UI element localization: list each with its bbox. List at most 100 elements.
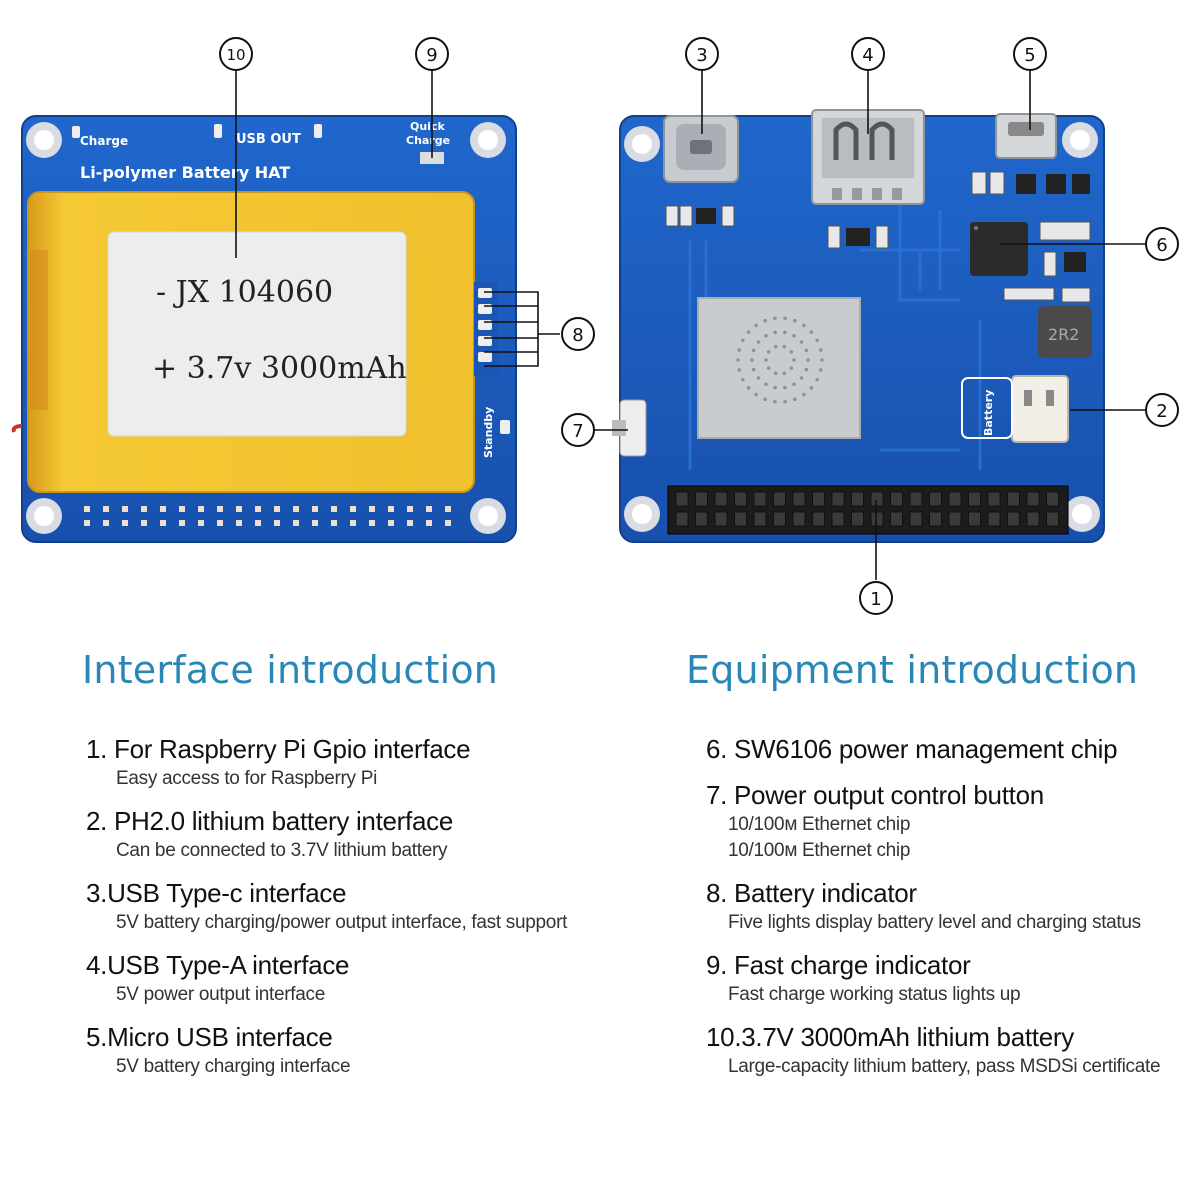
sw6106-chip <box>970 222 1028 276</box>
gpio-pin <box>141 506 147 512</box>
gpio-pin <box>350 520 356 526</box>
shield-vent <box>773 330 777 335</box>
shield-vent <box>792 382 796 387</box>
power-button <box>612 399 647 457</box>
shield-vent <box>737 348 742 352</box>
item-description: Five lights display battery level and ch… <box>728 912 1141 933</box>
gpio-socket <box>1007 511 1020 527</box>
gpio-socket <box>695 511 708 527</box>
item-title: 3.USB Type-c interface <box>86 878 347 908</box>
battery-label-line2: + 3.7v 3000mAh <box>152 351 407 386</box>
item-title: 2. PH2.0 lithium battery interface <box>86 806 453 836</box>
item-description: 5V power output interface <box>116 984 326 1005</box>
gpio-socket <box>968 511 981 527</box>
callout-lines <box>235 70 1146 580</box>
gpio-socket <box>851 491 864 507</box>
shield-vent <box>809 386 814 390</box>
shield-vent <box>763 318 767 323</box>
shield-vent <box>799 376 804 380</box>
gpio-pin <box>445 520 451 526</box>
gpio-socket <box>1026 491 1040 507</box>
gpio-pin <box>103 506 109 512</box>
item-title: 6. SW6106 power management chip <box>706 734 1118 764</box>
shield-vent <box>782 344 787 349</box>
item-description: 5V battery charging/power output interfa… <box>116 912 568 933</box>
silk-quick: Quick <box>410 120 445 133</box>
gpio-socket <box>870 491 884 507</box>
shield-vent <box>763 397 767 402</box>
gpio-pin <box>84 520 90 526</box>
gpio-pin <box>445 506 451 512</box>
callout-7: 7 <box>572 421 583 442</box>
gpio-pin <box>236 520 242 526</box>
shield-vent <box>793 318 797 323</box>
ph20-battery-connector <box>961 375 1069 443</box>
shield-vent <box>756 340 761 344</box>
callout-labels: 1 2 3 4 5 6 7 8 9 10 <box>226 45 1167 610</box>
shield-vent <box>756 376 761 380</box>
shield-vent <box>792 358 796 362</box>
left-board: Charge USB OUT Quick Charge Li-polymer B… <box>11 115 517 543</box>
gpio-pin <box>407 520 413 526</box>
gpio-socket <box>831 491 845 507</box>
shield-vent <box>783 330 787 335</box>
gpio-pin <box>160 520 166 526</box>
gpio-socket <box>1007 491 1020 507</box>
gpio-pin <box>388 520 394 526</box>
gpio-pin <box>217 506 223 512</box>
silk-charge: Charge <box>80 134 128 148</box>
silk-board-title: Li-polymer Battery HAT <box>80 163 290 182</box>
callout-8: 8 <box>572 325 583 346</box>
inductor-label: 2R2 <box>1048 325 1079 344</box>
callout-3: 3 <box>696 45 707 66</box>
item-description: 5V battery charging interface <box>116 1056 351 1077</box>
gpio-socket <box>831 511 845 527</box>
gpio-socket <box>675 491 689 507</box>
gpio-socket <box>753 491 767 507</box>
gpio-pin <box>407 506 413 512</box>
shield-vent <box>746 330 751 334</box>
gpio-pin <box>388 506 394 512</box>
gpio-socket <box>1026 511 1040 527</box>
gpio-pin <box>274 520 280 526</box>
gpio-pin <box>160 506 166 512</box>
shield-vent <box>809 330 814 334</box>
shield-vent <box>764 382 768 387</box>
shield-vent <box>773 344 778 349</box>
gpio-socket <box>695 491 708 507</box>
list-item: 6. SW6106 power management chip <box>706 732 1186 766</box>
battery-pack: - JX 104060 + 3.7v 3000mAh <box>27 191 475 493</box>
callout-4: 4 <box>862 45 873 66</box>
gpio-socket <box>792 491 806 507</box>
battery-label-line1: - JX 104060 <box>156 275 333 310</box>
shield-vent <box>789 366 794 371</box>
item-description: Fast charge working status lights up <box>728 984 1021 1005</box>
mounting-hole-icon <box>26 122 506 534</box>
gpio-pin <box>426 506 432 512</box>
shield-vent <box>789 349 794 354</box>
shield-vent <box>737 368 742 372</box>
gpio-pin <box>293 506 299 512</box>
gpio-pin <box>122 520 128 526</box>
shield-vent <box>818 348 823 352</box>
gpio-socket <box>773 491 786 507</box>
shield-vent <box>754 392 758 397</box>
shield-vent <box>766 349 771 354</box>
shield-vent <box>802 323 806 328</box>
gpio-socket <box>792 511 806 527</box>
gpio-socket <box>812 491 825 507</box>
rf-shield <box>697 297 861 439</box>
gpio-socket <box>734 511 747 527</box>
inductor: 2R2 <box>1038 306 1092 358</box>
shield-vent <box>773 399 777 404</box>
shield-vent <box>773 316 777 321</box>
callout-9: 9 <box>426 45 437 66</box>
gpio-socket <box>948 511 962 527</box>
left-gpio-pins <box>84 506 451 526</box>
shield-vent <box>764 333 768 338</box>
item-description: Can be connected to 3.7V lithium battery <box>116 840 448 861</box>
gpio-socket <box>1046 491 1059 507</box>
